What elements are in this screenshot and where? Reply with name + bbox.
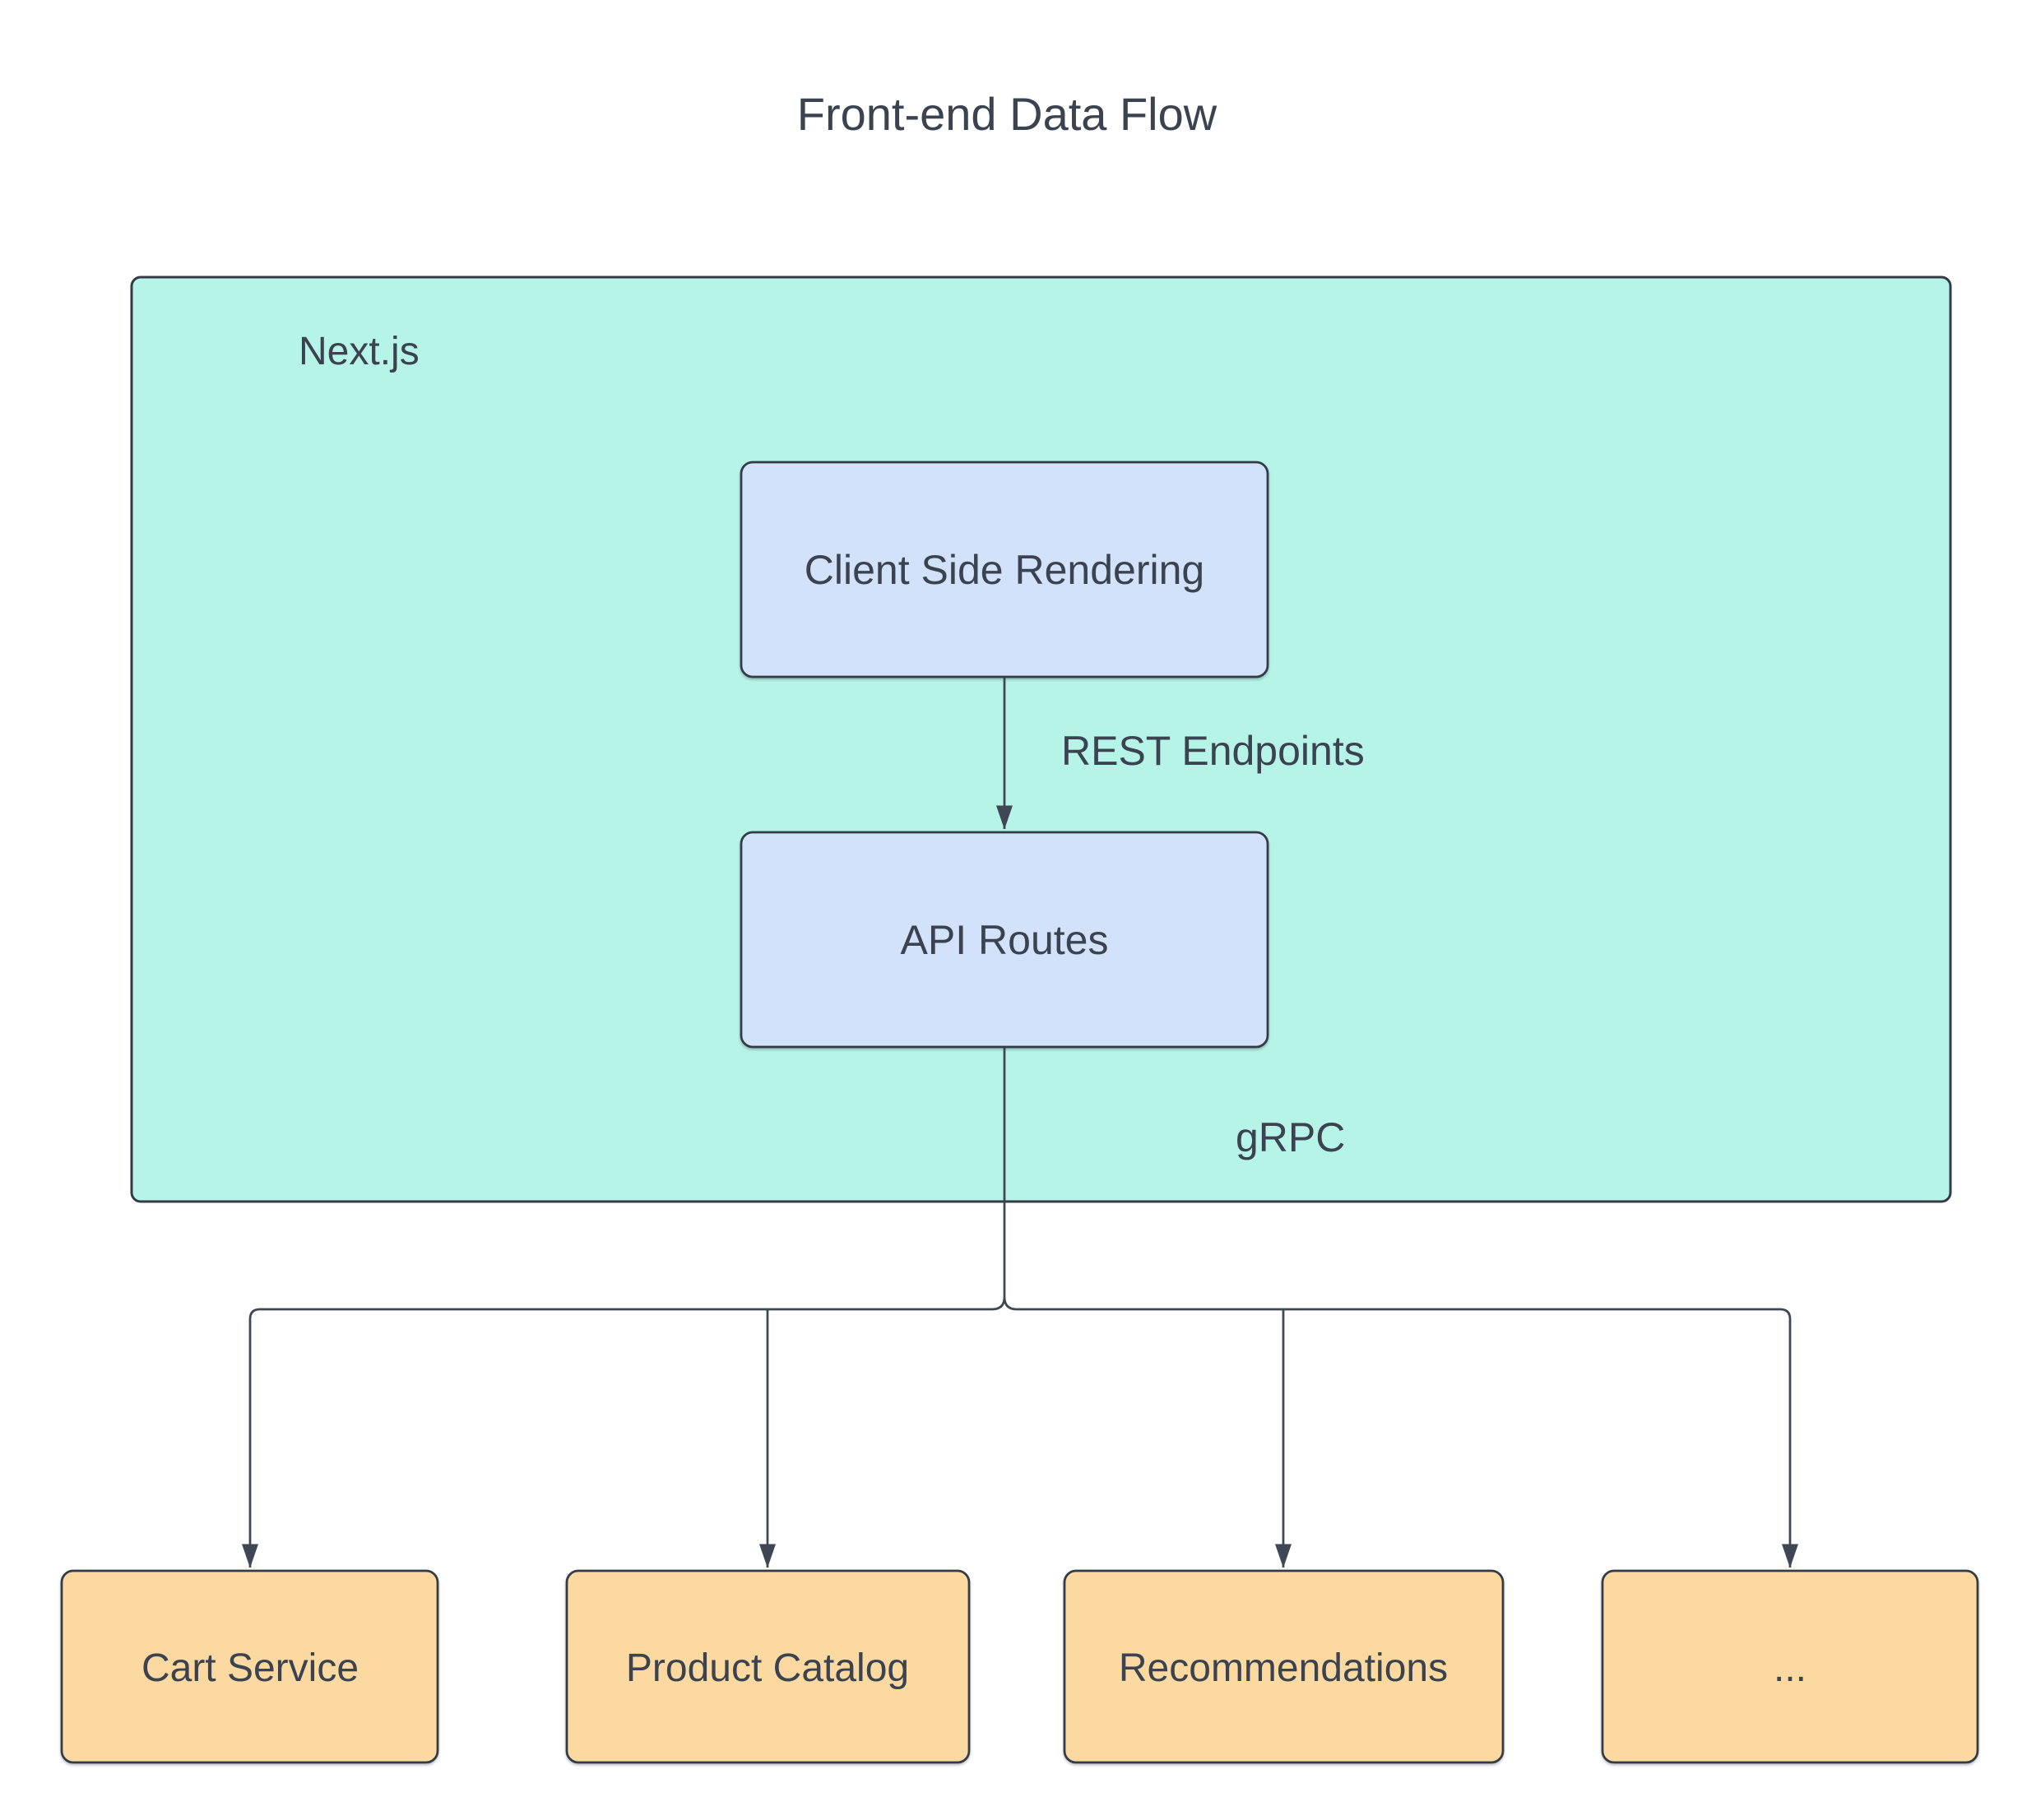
node-recommendations xyxy=(1063,1569,1505,1764)
diagram-title: Front-end Data Flow xyxy=(797,88,1217,140)
node-product-catalog-label: Product Catalog xyxy=(626,1646,909,1690)
node-cart-service xyxy=(60,1569,439,1764)
node-api-routes-label: API Routes xyxy=(901,917,1109,963)
edge-api-to-cart-service xyxy=(242,1296,1006,1568)
nextjs-container-shape xyxy=(130,276,1952,1203)
node-client-side-rendering-label: Client Side Rendering xyxy=(805,547,1204,593)
node-more-services xyxy=(1601,1569,1979,1764)
edge-label-grpc: gRPC xyxy=(1236,1114,1345,1160)
edge-label-rest-endpoints: REST Endpoints xyxy=(1061,728,1365,774)
node-product-catalog xyxy=(565,1569,971,1764)
edge-api-to-more-services xyxy=(1003,1296,1798,1568)
nextjs-container-label: Next.js xyxy=(299,330,420,373)
node-api-routes xyxy=(740,831,1269,1049)
node-more-services-label: ... xyxy=(1774,1646,1806,1690)
node-recommendations-label: Recommendations xyxy=(1119,1646,1448,1690)
node-cart-service-label: Cart Service xyxy=(141,1646,359,1690)
node-client-side-rendering xyxy=(740,461,1269,678)
